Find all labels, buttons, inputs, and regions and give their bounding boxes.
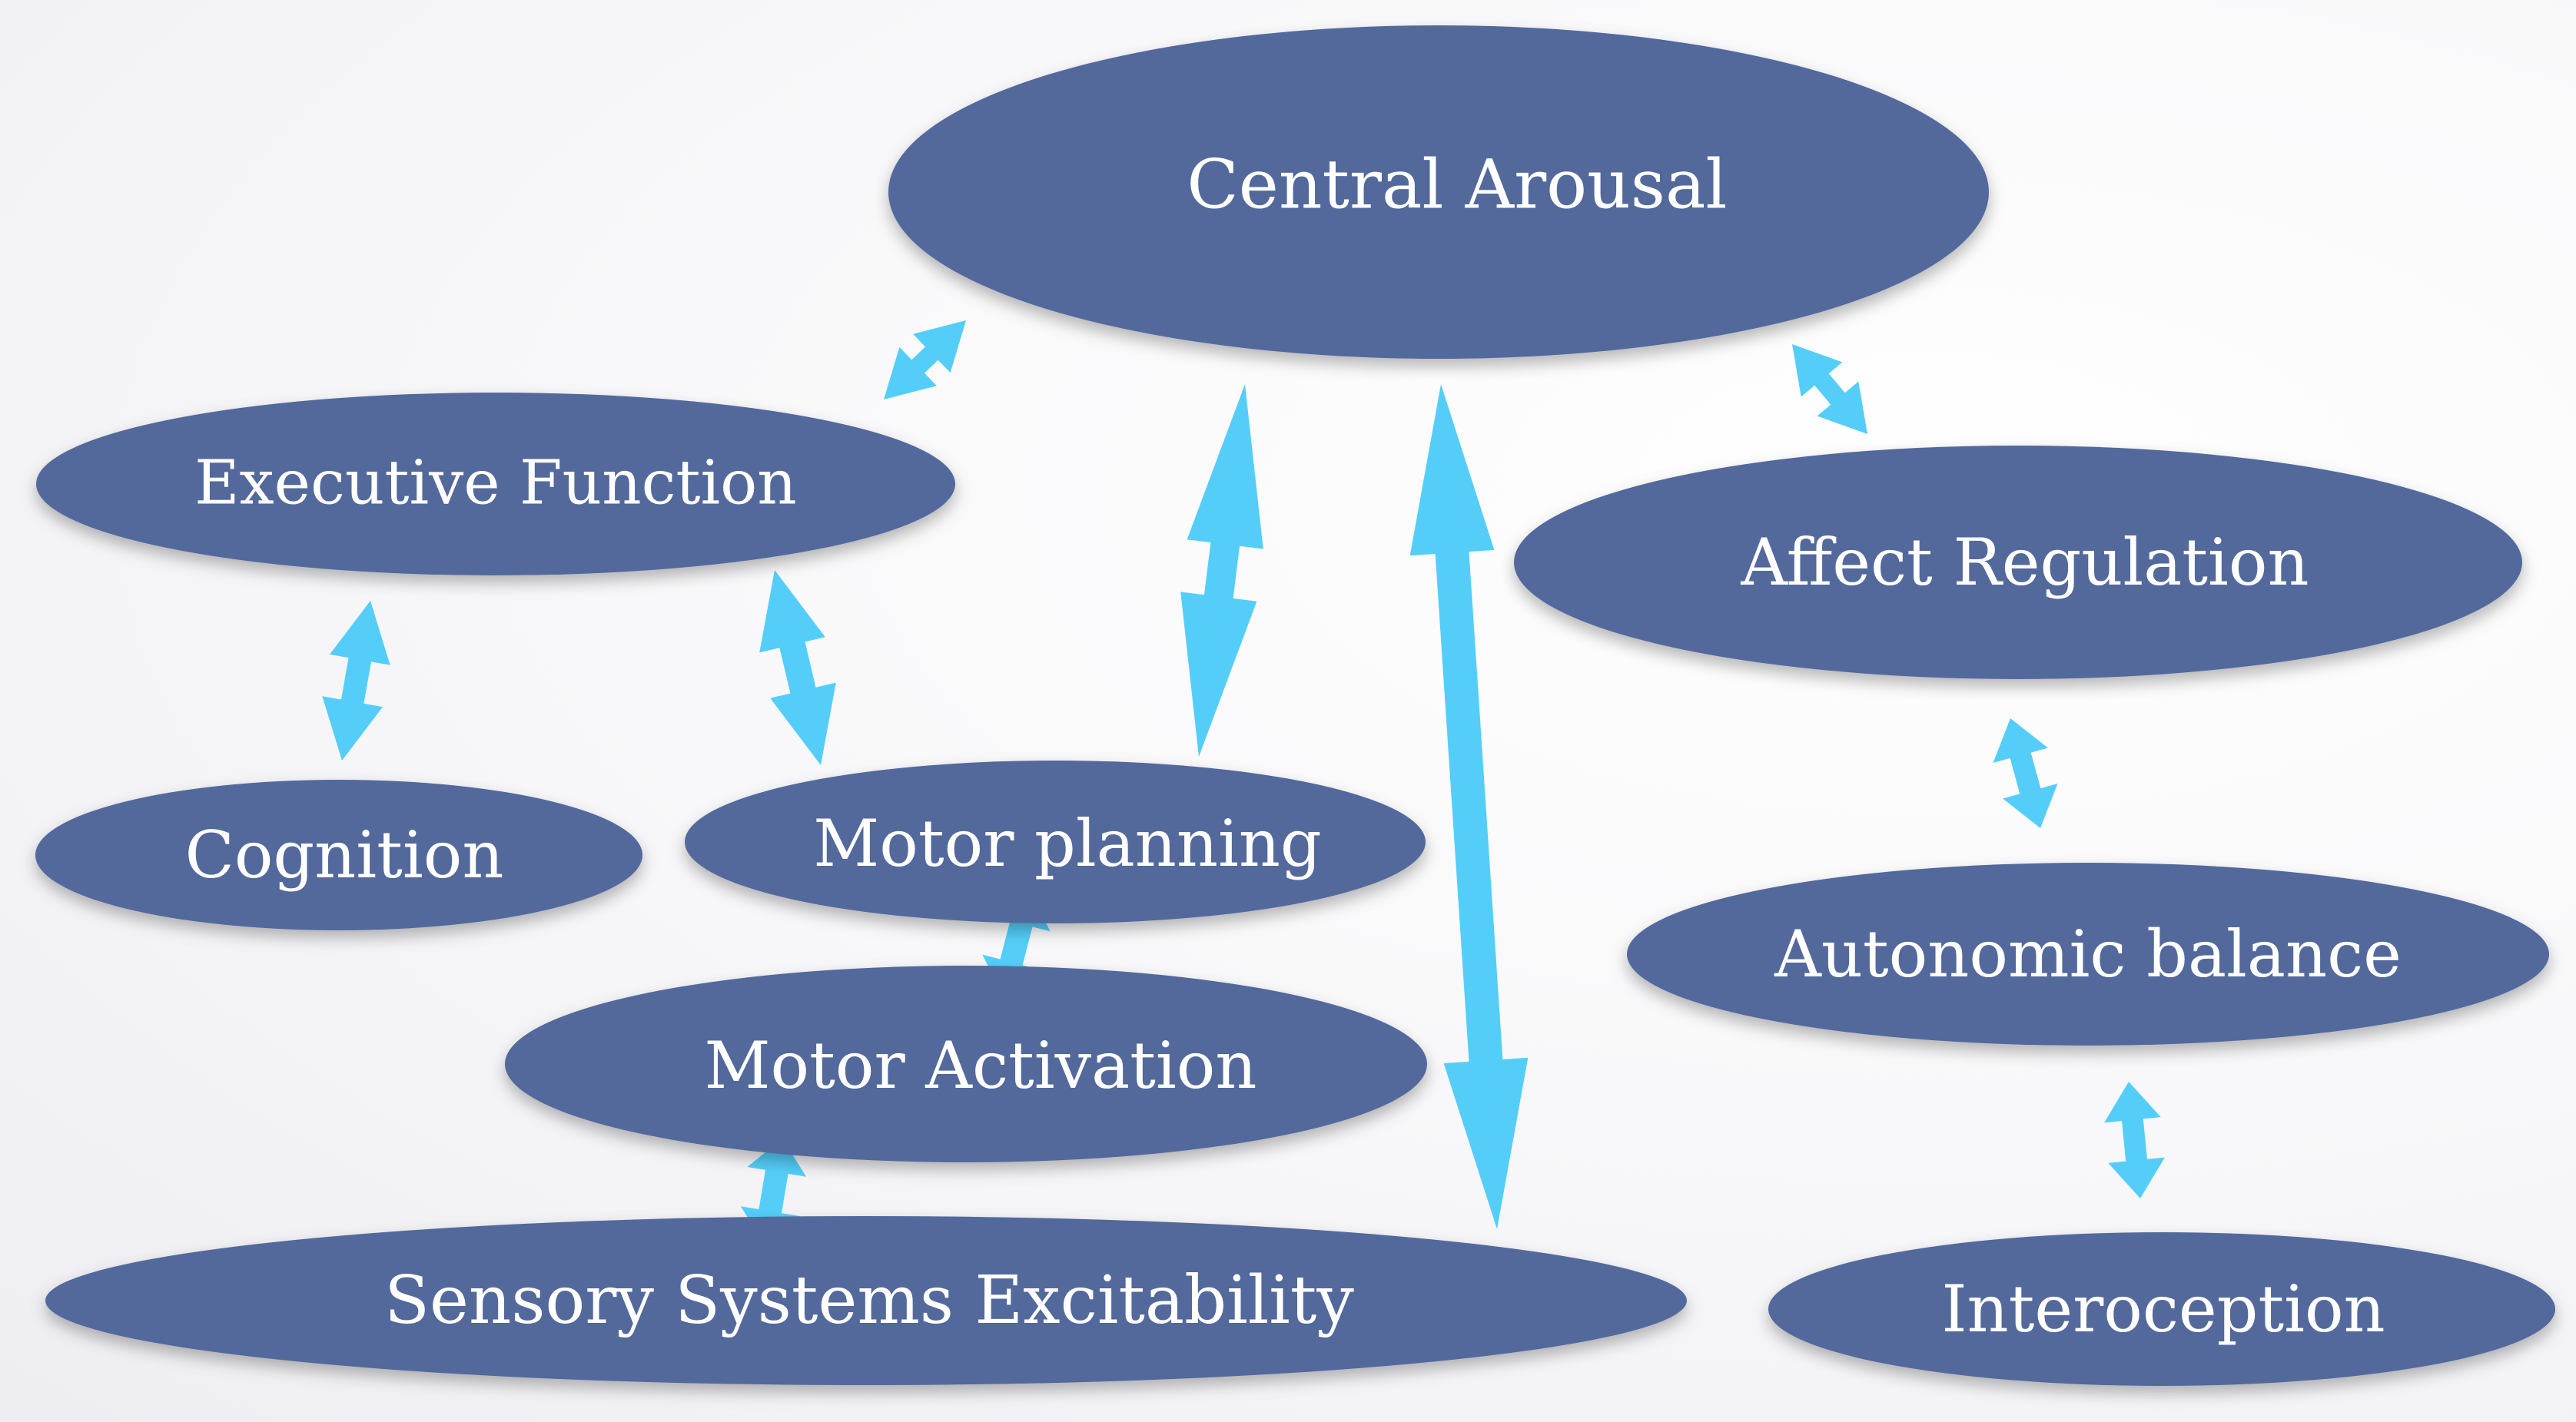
- node-label-sensory-systems-excitability: Sensory Systems Excitability: [384, 1262, 1354, 1339]
- node-motor-activation: Motor Activation: [505, 966, 1427, 1162]
- node-motor-planning: Motor planning: [685, 761, 1426, 923]
- arrow-affect-autonomic: [1993, 718, 2058, 828]
- diagram-nodes: Central Arousal Executive Function Affec…: [35, 25, 2555, 1386]
- node-label-cognition: Cognition: [185, 817, 504, 893]
- node-cognition: Cognition: [35, 780, 642, 930]
- arrow-central-affect: [1792, 344, 1867, 434]
- node-interoception: Interoception: [1768, 1232, 2555, 1386]
- node-label-interoception: Interoception: [1941, 1271, 2385, 1347]
- node-sensory-systems-excitability: Sensory Systems Excitability: [45, 1216, 1687, 1385]
- node-label-motor-planning: Motor planning: [813, 806, 1321, 881]
- node-label-autonomic-balance: Autonomic balance: [1774, 917, 2402, 992]
- node-executive-function: Executive Function: [36, 393, 955, 575]
- node-autonomic-balance: Autonomic balance: [1627, 863, 2549, 1046]
- node-central-arousal: Central Arousal: [888, 25, 1989, 359]
- arrow-executive-cognition: [322, 601, 390, 761]
- node-label-executive-function: Executive Function: [194, 447, 797, 519]
- node-label-motor-activation: Motor Activation: [705, 1028, 1257, 1103]
- node-label-central-arousal: Central Arousal: [1187, 145, 1727, 224]
- arrow-executive-motorplan: [759, 570, 836, 765]
- node-affect-regulation: Affect Regulation: [1514, 446, 2522, 679]
- arrow-central-motorplan: [1180, 384, 1263, 757]
- arrow-central-executive: [884, 320, 966, 399]
- arrow-central-sensory: [1409, 384, 1529, 1229]
- arrow-autonomic-intero: [2104, 1082, 2165, 1198]
- connector-arrows: [322, 320, 2165, 1245]
- node-label-affect-regulation: Affect Regulation: [1740, 525, 2309, 600]
